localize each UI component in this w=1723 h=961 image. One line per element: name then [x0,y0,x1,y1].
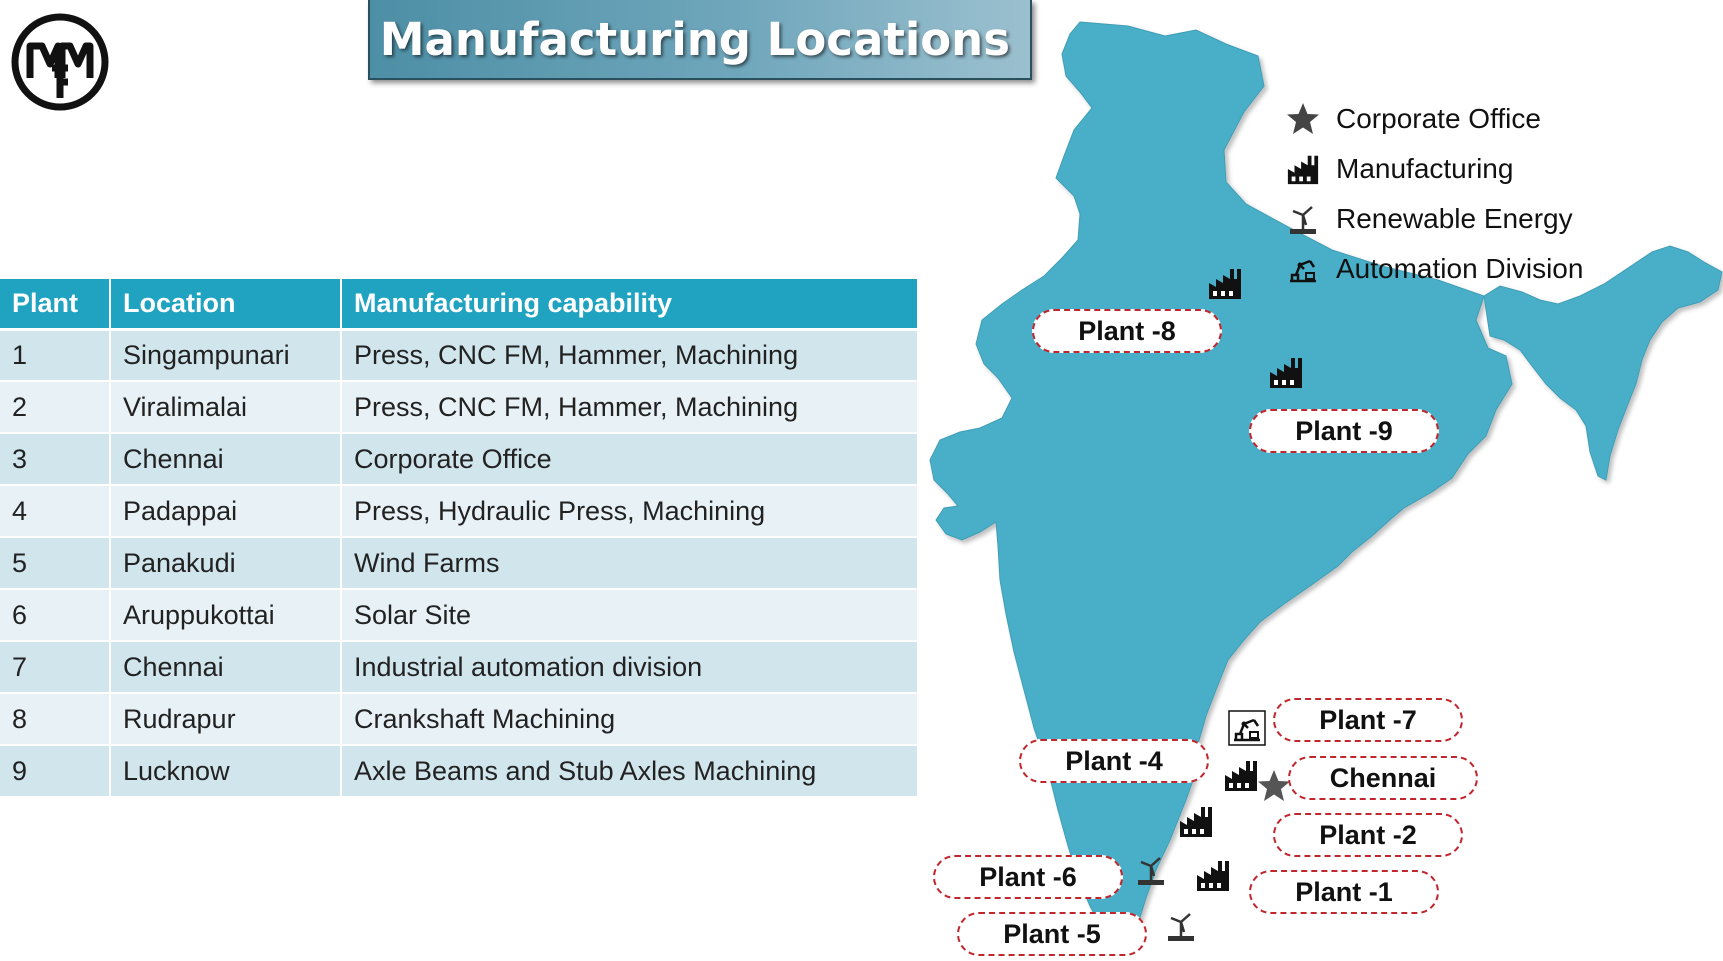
cell-location: Chennai [110,641,342,694]
page-title: Manufacturing Locations [379,12,1010,66]
map-label-plant-8: Plant -8 [1032,309,1222,353]
cell-plant: 9 [0,745,111,798]
map-label-plant-7: Plant -7 [1273,698,1463,742]
wind-turbine-icon [1290,206,1316,234]
table-row: 1 Singampunari Press, CNC FM, Hammer, Ma… [0,329,919,382]
star-icon [1287,103,1319,134]
table-header-row: Plant Location Manufacturing capability [0,279,919,331]
legend-label: Corporate Office [1336,103,1541,134]
cell-capability: Solar Site [341,589,919,642]
table-row: 5 Panakudi Wind Farms [0,537,919,590]
plants-table: Plant Location Manufacturing capability … [0,279,919,798]
header-plant: Plant [0,279,111,331]
map-label-plant-4: Plant -4 [1019,739,1209,783]
cell-plant: 6 [0,589,111,642]
cell-capability: Press, CNC FM, Hammer, Machining [341,381,919,434]
legend-item-manufacturing: Manufacturing [1280,144,1583,194]
cell-capability: Press, Hydraulic Press, Machining [341,485,919,538]
cell-location: Padappai [110,485,342,538]
cell-location: Panakudi [110,537,342,590]
factory-icon [1225,761,1257,791]
map-legend: Corporate Office Manufacturing Renewable… [1280,94,1583,294]
table-row: 6 Aruppukottai Solar Site [0,589,919,642]
table-row: 9 Lucknow Axle Beams and Stub Axles Mach… [0,745,919,798]
legend-label: Manufacturing [1336,153,1514,184]
cell-capability: Wind Farms [341,537,919,590]
title-banner: Manufacturing Locations [368,0,1032,80]
cell-capability: Axle Beams and Stub Axles Machining [341,745,919,798]
cell-location: Lucknow [110,745,342,798]
factory-icon [1287,155,1319,185]
factory-icon [1270,358,1302,388]
cell-plant: 3 [0,433,111,486]
wind-turbine-icon [1168,913,1194,941]
cell-location: Viralimalai [110,381,342,434]
map-label-plant-9: Plant -9 [1249,409,1439,453]
cell-plant: 7 [0,641,111,694]
map-label-plant-1: Plant -1 [1249,870,1439,914]
map-label-plant-5: Plant -5 [957,912,1147,956]
cell-plant: 4 [0,485,111,538]
header-capability: Manufacturing capability [341,279,919,331]
cell-location: Chennai [110,433,342,486]
cell-capability: Industrial automation division [341,641,919,694]
robot-arm-icon [1228,710,1266,746]
factory-icon [1197,861,1229,891]
map-label-plant-6: Plant -6 [933,855,1123,899]
legend-item-automation-division: Automation Division [1280,244,1583,294]
india-northeast-shape [1483,245,1723,481]
cell-plant: 1 [0,329,111,382]
legend-item-renewable-energy: Renewable Energy [1280,194,1583,244]
cell-capability: Press, CNC FM, Hammer, Machining [341,329,919,382]
legend-label: Automation Division [1336,253,1584,284]
cell-capability: Corporate Office [341,433,919,486]
cell-capability: Crankshaft Machining [341,693,919,746]
star-icon [1258,770,1290,801]
legend-item-corporate-office: Corporate Office [1280,94,1583,144]
company-logo [11,13,109,111]
cell-plant: 2 [0,381,111,434]
map-label-plant-2: Plant -2 [1273,813,1463,857]
table-row: 2 Viralimalai Press, CNC FM, Hammer, Mac… [0,381,919,434]
wind-turbine-icon [1138,857,1164,885]
cell-plant: 5 [0,537,111,590]
india-map [929,21,1723,949]
table-row: 8 Rudrapur Crankshaft Machining [0,693,919,746]
map-label-chennai: Chennai [1288,756,1478,800]
cell-plant: 8 [0,693,111,746]
factory-icon [1180,807,1212,837]
cell-location: Rudrapur [110,693,342,746]
table-row: 3 Chennai Corporate Office [0,433,919,486]
legend-label: Renewable Energy [1336,203,1573,234]
table-row: 7 Chennai Industrial automation division [0,641,919,694]
header-location: Location [110,279,342,331]
factory-icon [1209,269,1241,299]
robot-arm-icon [1290,259,1316,283]
cell-location: Aruppukottai [110,589,342,642]
table-row: 4 Padappai Press, Hydraulic Press, Machi… [0,485,919,538]
cell-location: Singampunari [110,329,342,382]
